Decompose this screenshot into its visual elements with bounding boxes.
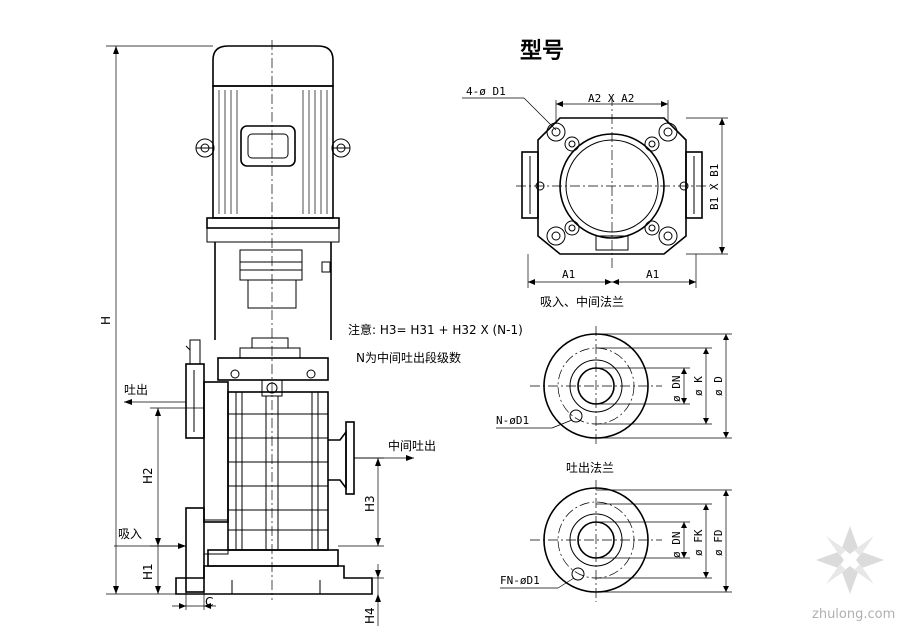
dim-A1-left: A1	[562, 268, 575, 281]
motor-fins	[218, 90, 328, 214]
dim-DN-mid: ø DN	[670, 376, 683, 403]
dim-H3: H3	[363, 495, 377, 512]
dim-H2: H2	[141, 467, 155, 484]
dim-K: ø K	[692, 376, 705, 396]
bracket-nub	[321, 261, 331, 273]
watermark-text: zhulong.com	[812, 607, 895, 622]
pump-head	[217, 357, 329, 381]
outlet-flange	[185, 363, 205, 439]
dim-H4: H4	[363, 607, 377, 624]
lifting-lug-right	[331, 138, 351, 158]
side-flange-left	[521, 151, 539, 219]
outlet-flange-view	[530, 480, 662, 602]
motor-flange-lower	[206, 227, 340, 243]
dim-holes-bottom: FN-øD1	[500, 574, 540, 587]
motor-cap	[212, 45, 334, 87]
dim-FK: ø FK	[692, 529, 705, 556]
caption-suction-flange: 吸入、中间法兰	[540, 294, 624, 309]
top-view	[516, 96, 710, 270]
bracket-sides	[214, 242, 332, 340]
priming-plug	[189, 339, 201, 365]
inlet-nozzle	[203, 519, 229, 555]
caption-outlet-flange: 吐出法兰	[566, 461, 614, 475]
pump-elevation	[175, 40, 373, 600]
side-flange-right	[685, 151, 703, 219]
bolt-hole-outlet	[571, 567, 585, 581]
terminal-box	[240, 125, 296, 167]
dim-A1-right: A1	[646, 268, 659, 281]
dim-C: C	[205, 595, 213, 609]
stage-casing	[227, 391, 329, 551]
middle-flange-dimensions	[496, 333, 732, 439]
terminal-box-lid	[247, 133, 289, 159]
outlet-section	[203, 381, 229, 523]
note-stage-count: N为中间吐出段级数	[356, 350, 461, 365]
mech-seal	[239, 347, 301, 359]
bolt-hole-mid	[569, 409, 583, 423]
dim-FD: ø FD	[712, 530, 725, 557]
dim-DN-bottom: ø DN	[670, 532, 683, 559]
pump-base	[175, 565, 373, 595]
bolt-holes	[535, 122, 689, 246]
label-inlet: 吸入	[118, 527, 142, 541]
label-middle-outlet: 中间吐出	[388, 438, 436, 453]
coupling	[239, 249, 303, 281]
motor-flange	[206, 217, 340, 229]
dim-B1xB1: B1 X B1	[708, 164, 721, 210]
page-title: 型号	[520, 39, 564, 64]
dim-H: H	[99, 316, 113, 325]
middle-outlet-flange	[345, 421, 355, 495]
dim-holes-mid: N-øD1	[496, 414, 529, 427]
dim-A2xA2: A2 X A2	[588, 92, 634, 105]
pump-dimensions	[106, 45, 414, 626]
dim-H1: H1	[141, 563, 155, 580]
label-outlet: 吐出	[124, 383, 148, 397]
middle-outlet-nozzle	[328, 429, 347, 491]
inlet-flange	[185, 507, 205, 593]
outlet-flange-dimensions	[500, 489, 732, 593]
lifting-lug-left	[195, 138, 215, 158]
top-view-dimensions	[462, 97, 728, 288]
note-formula: 注意: H3= H31 + H32 X (N-1)	[348, 322, 523, 337]
watermark-logo	[816, 526, 884, 594]
dim-D: ø D	[712, 376, 725, 396]
dim-holes-top: 4-ø D1	[466, 85, 506, 98]
